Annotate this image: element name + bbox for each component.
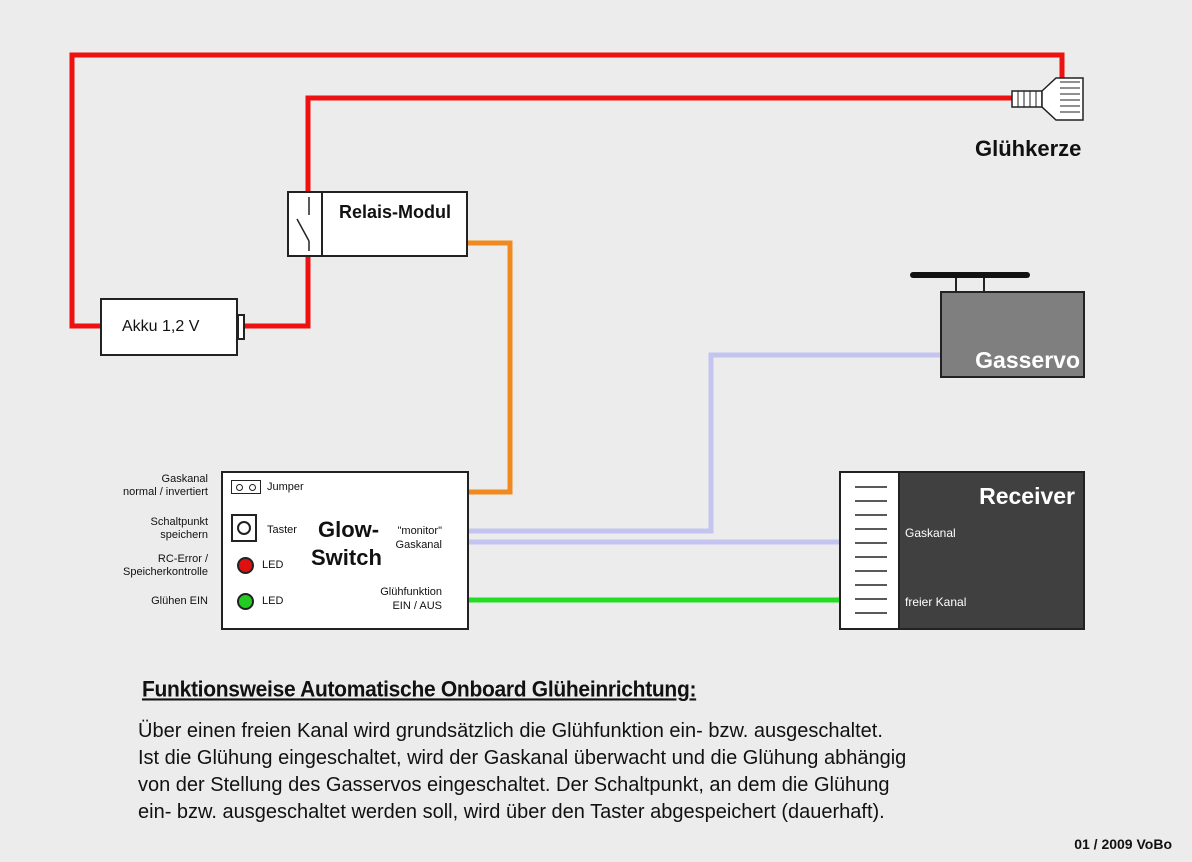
led-red-icon [237,557,254,574]
servo-horn-icon [910,272,1030,293]
glowswitch-title-2: Switch [311,545,382,570]
glowswitch-title-1: Glow- [318,517,380,542]
caption-line: Ist die Glühung eingeschaltet, wird der … [138,747,907,769]
glowplug-label: Glühkerze [975,136,1082,161]
receiver: Receiver Gaskanal freier Kanal [839,471,1085,630]
caption-line: ein- bzw. ausgeschaltet werden soll, wir… [138,801,885,823]
side-label-rcerror-1: RC-Error / [157,553,208,565]
caption-body: Über einen freien Kanal wird grundsätzli… [138,718,1038,826]
receiver-pin-header [841,473,900,628]
gas-servo: Gasservo [940,291,1085,378]
caption-line: Über einen freien Kanal wird grundsätzli… [138,720,883,742]
side-label-gaskanal-2: normal / invertiert [123,486,208,498]
button-icon [231,514,257,542]
caption-heading: Funktionsweise Automatische Onboard Glüh… [142,677,697,702]
monitor-label-2: Gaskanal [395,539,442,551]
battery-label: Akku 1,2 V [122,318,200,335]
battery: Akku 1,2 V [100,298,238,356]
receiver-pins [855,486,887,614]
led2-label: LED [262,595,284,607]
glow-switch: Jumper Taster LED LED Glow- Switch "moni… [221,471,469,630]
side-label-gluehen: Glühen EIN [151,595,208,607]
credit: 01 / 2009 VoBo [1074,836,1172,852]
glowplug-icon [1011,77,1084,121]
wire-relay-to-glowswitch [452,240,513,495]
servo-label: Gasservo [975,347,1080,373]
button-label: Taster [267,524,297,536]
relay-label: Relais-Modul [339,202,452,222]
led1-label: LED [262,559,284,571]
led-green-icon [237,593,254,610]
side-label-gaskanal-1: Gaskanal [161,473,208,485]
side-label-schaltpunkt-1: Schaltpunkt [150,516,208,528]
wire-battery-to-relay [244,256,311,329]
receiver-channel-free: freier Kanal [905,595,967,609]
monitor-label-1: "monitor" [397,525,443,537]
wire-battery-to-glowplug [69,52,1065,329]
relay-module: Relais-Modul [287,191,468,257]
jumper-label: Jumper [267,481,304,493]
receiver-title: Receiver [979,483,1075,509]
relay-switch-icon [289,193,323,255]
glowfn-label-2: EIN / AUS [392,600,442,612]
receiver-channel-throttle: Gaskanal [905,526,956,540]
side-label-rcerror-2: Speicherkontrolle [123,566,208,578]
glowfn-label-1: Glühfunktion [380,586,442,598]
side-label-schaltpunkt-2: speichern [160,529,208,541]
wire-monitor-to-servo [452,352,940,534]
jumper-icon [231,480,261,494]
battery-terminal-icon [237,314,245,340]
caption-line: von der Stellung des Gasservos eingescha… [138,774,890,796]
wire-relay-to-glowplug [305,95,1013,192]
